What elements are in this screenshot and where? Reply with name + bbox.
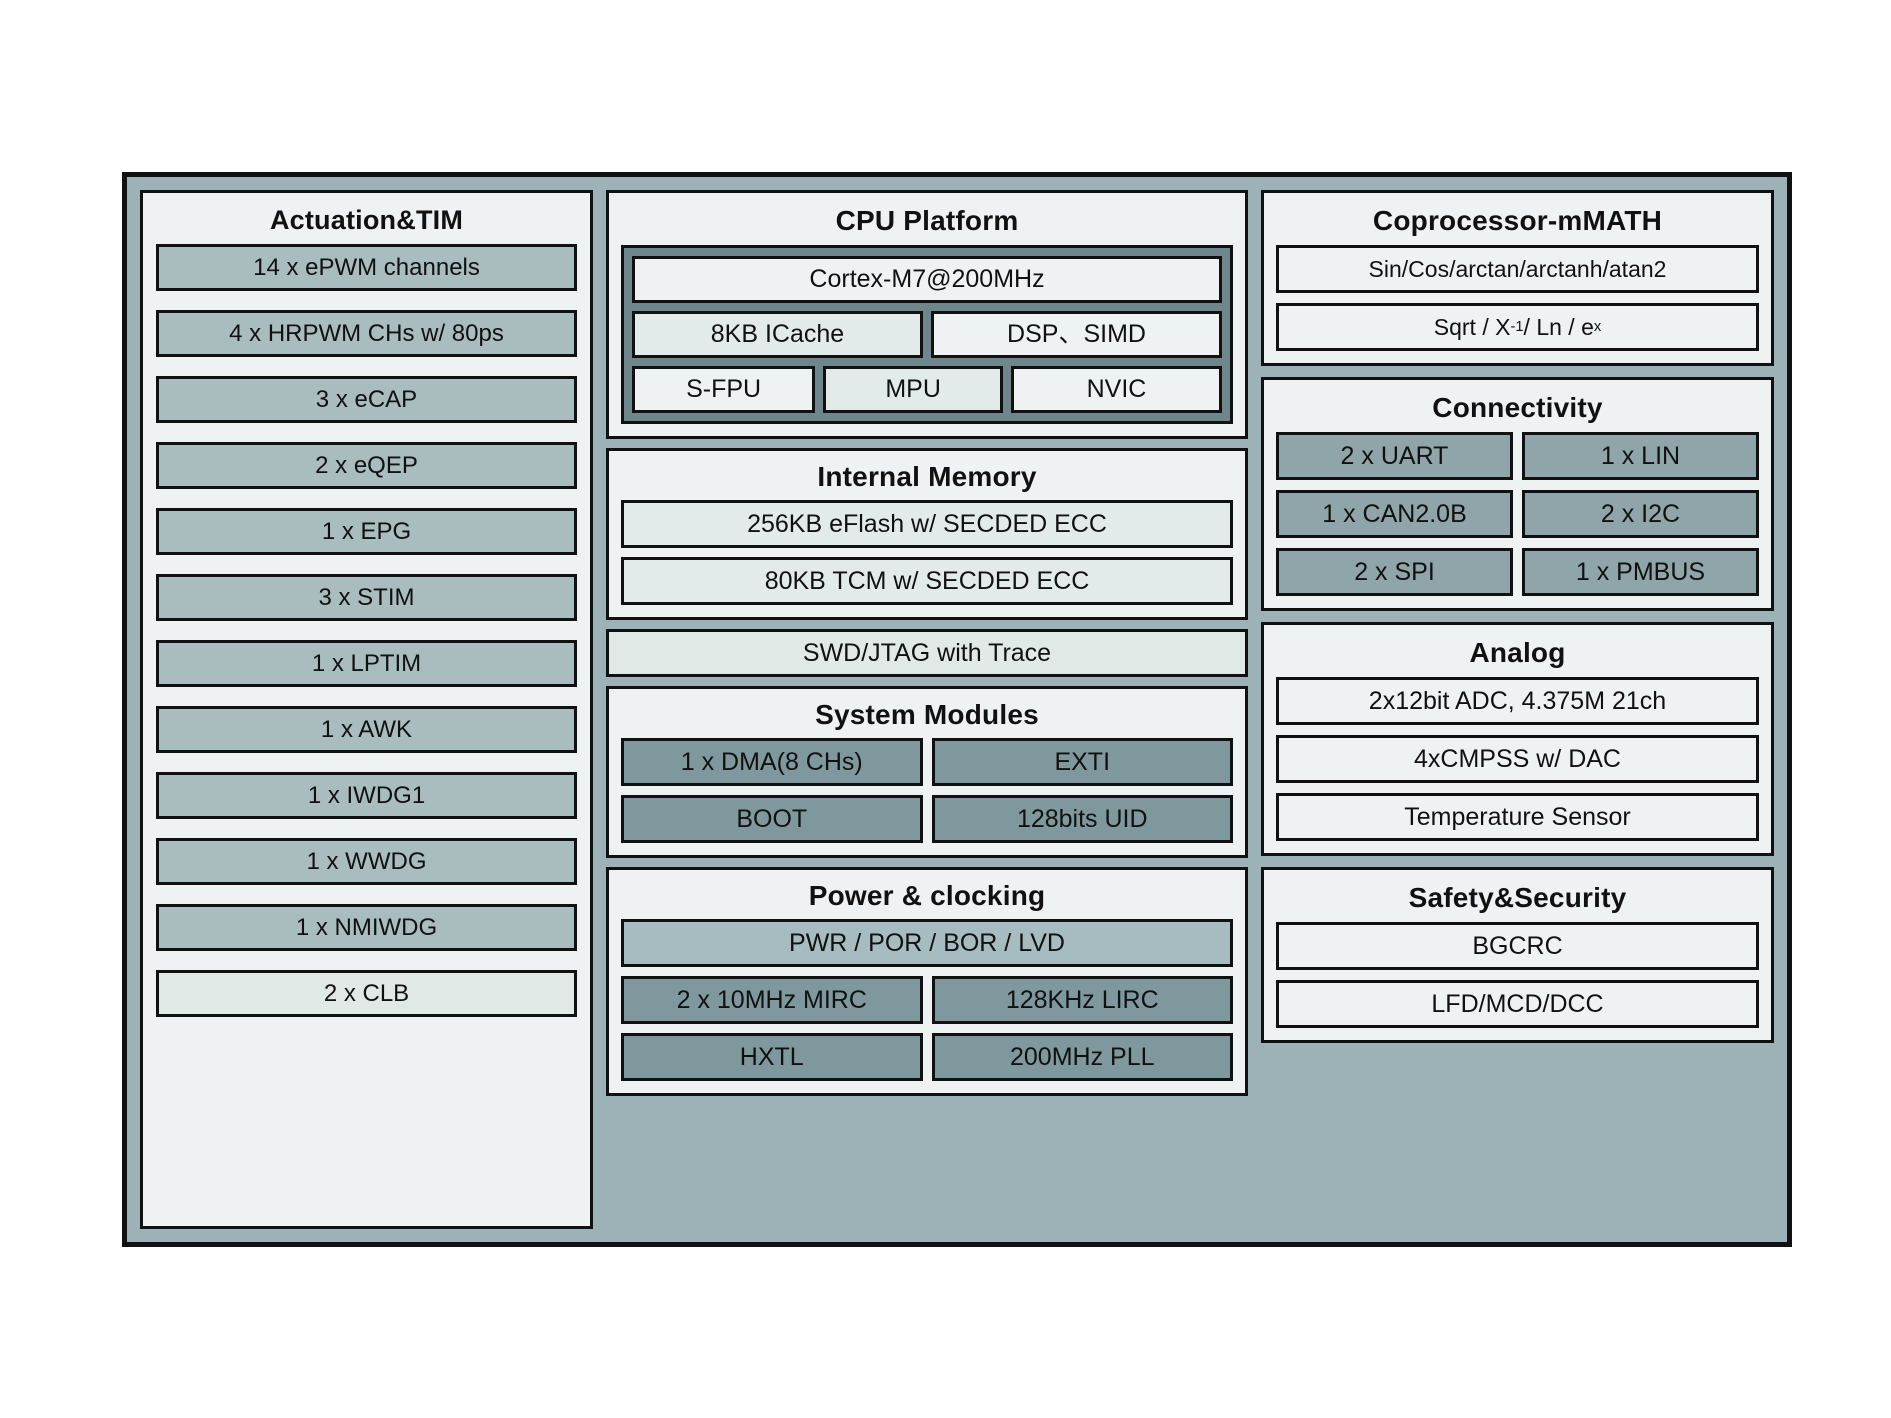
cell-awk[interactable]: 1 x AWK [156,706,577,753]
group-title-memory: Internal Memory [817,461,1037,492]
cell-cortex-core[interactable]: Cortex-M7@200MHz [632,256,1222,303]
cell-epwm-channels[interactable]: 14 x ePWM channels [156,244,577,291]
cell-spi[interactable]: 2 x SPI [1276,548,1513,596]
cell-mirc[interactable]: 2 x 10MHz MIRC [621,976,923,1024]
chip-diagram-frame: Actuation&TIM 14 x ePWM channels 4 x HRP… [122,172,1792,1247]
sqrt-middle: / Ln / e [1523,313,1594,340]
group-safety-security: Safety&Security BGCRC LFD/MCD/DCC [1261,867,1774,1043]
cell-icache[interactable]: 8KB ICache [632,311,923,358]
cell-dma[interactable]: 1 x DMA(8 CHs) [621,738,923,786]
cell-cmpss-dac[interactable]: 4xCMPSS w/ DAC [1276,735,1759,783]
cell-sfpu[interactable]: S-FPU [632,366,816,413]
cpu-row-cache-dsp: 8KB ICache DSP、SIMD [632,311,1222,358]
group-title-analog: Analog [1469,637,1566,668]
chip-diagram-body: Actuation&TIM 14 x ePWM channels 4 x HRP… [140,190,1774,1229]
group-title-connectivity: Connectivity [1432,392,1603,423]
cell-eqep[interactable]: 2 x eQEP [156,442,577,489]
cell-exti[interactable]: EXTI [931,738,1233,786]
group-coprocessor-mmath: Coprocessor-mMATH Sin/Cos/arctan/arctanh… [1261,190,1774,366]
system-modules-row-2: BOOT 128bits UID [621,795,1233,843]
cell-lptim[interactable]: 1 x LPTIM [156,640,577,687]
connectivity-stack: 2 x UART 1 x LIN 1 x CAN2.0B 2 x I2C 2 x… [1276,432,1759,596]
connectivity-row-3: 2 x SPI 1 x PMBUS [1276,548,1759,596]
group-title-coprocessor: Coprocessor-mMATH [1372,205,1663,236]
cell-adc[interactable]: 2x12bit ADC, 4.375M 21ch [1276,677,1759,725]
cell-tcm[interactable]: 80KB TCM w/ SECDED ECC [621,557,1233,605]
system-modules-row-1: 1 x DMA(8 CHs) EXTI [621,738,1233,786]
power-row-2: HXTL 200MHz PLL [621,1033,1233,1081]
cell-epg[interactable]: 1 x EPG [156,508,577,555]
cpu-shell: Cortex-M7@200MHz 8KB ICache DSP、SIMD S-F… [621,245,1233,424]
group-connectivity: Connectivity 2 x UART 1 x LIN 1 x CAN2.0… [1261,377,1774,611]
power-row-1: 2 x 10MHz MIRC 128KHz LIRC [621,976,1233,1024]
column-core: CPU Platform Cortex-M7@200MHz 8KB ICache… [606,190,1248,1229]
coprocessor-stack: Sin/Cos/arctan/arctanh/atan2 Sqrt / X-1 … [1276,245,1759,351]
group-cpu-platform: CPU Platform Cortex-M7@200MHz 8KB ICache… [606,190,1248,439]
cell-nvic[interactable]: NVIC [1010,366,1222,413]
cell-uid[interactable]: 128bits UID [931,795,1233,843]
cell-uart[interactable]: 2 x UART [1276,432,1513,480]
safety-stack: BGCRC LFD/MCD/DCC [1276,922,1759,1028]
group-title-safety: Safety&Security [1408,882,1627,913]
cell-stim[interactable]: 3 x STIM [156,574,577,621]
column-peripherals: Coprocessor-mMATH Sin/Cos/arctan/arctanh… [1261,190,1774,1229]
cell-wwdg[interactable]: 1 x WWDG [156,838,577,885]
cell-ecap[interactable]: 3 x eCAP [156,376,577,423]
cpu-row-fpu-mpu-nvic: S-FPU MPU NVIC [632,366,1222,413]
cell-boot[interactable]: BOOT [621,795,923,843]
cell-iwdg1[interactable]: 1 x IWDG1 [156,772,577,819]
cell-pmbus[interactable]: 1 x PMBUS [1522,548,1759,596]
group-title-actuation: Actuation&TIM [269,205,464,235]
cell-pll[interactable]: 200MHz PLL [931,1033,1233,1081]
cell-lin[interactable]: 1 x LIN [1522,432,1759,480]
group-internal-memory: Internal Memory 256KB eFlash w/ SECDED E… [606,448,1248,620]
group-system-modules: System Modules 1 x DMA(8 CHs) EXTI BOOT … [606,686,1248,858]
cell-hrpwm-chs[interactable]: 4 x HRPWM CHs w/ 80ps [156,310,577,357]
group-actuation-tim: Actuation&TIM 14 x ePWM channels 4 x HRP… [140,190,593,1229]
cell-bgcrc[interactable]: BGCRC [1276,922,1759,970]
cell-clb[interactable]: 2 x CLB [156,970,577,1017]
column-actuation: Actuation&TIM 14 x ePWM channels 4 x HRP… [140,190,593,1229]
cell-eflash[interactable]: 256KB eFlash w/ SECDED ECC [621,500,1233,548]
cell-temperature-sensor[interactable]: Temperature Sensor [1276,793,1759,841]
group-title-system-modules: System Modules [815,699,1039,730]
analog-stack: 2x12bit ADC, 4.375M 21ch 4xCMPSS w/ DAC … [1276,677,1759,841]
group-title-power-clocking: Power & clocking [808,880,1046,911]
connectivity-row-2: 1 x CAN2.0B 2 x I2C [1276,490,1759,538]
cell-mpu[interactable]: MPU [823,366,1003,413]
connectivity-row-1: 2 x UART 1 x LIN [1276,432,1759,480]
sqrt-prefix: Sqrt / X [1433,313,1511,340]
cell-nmiwdg[interactable]: 1 x NMIWDG [156,904,577,951]
cell-pwr-por-bor-lvd[interactable]: PWR / POR / BOR / LVD [621,919,1233,967]
cell-lirc[interactable]: 128KHz LIRC [931,976,1233,1024]
group-title-cpu: CPU Platform [835,205,1019,236]
cell-i2c[interactable]: 2 x I2C [1522,490,1759,538]
group-power-clocking: Power & clocking PWR / POR / BOR / LVD 2… [606,867,1248,1096]
cell-trig-functions[interactable]: Sin/Cos/arctan/arctanh/atan2 [1276,245,1759,293]
cell-dsp-simd[interactable]: DSP、SIMD [931,311,1222,358]
group-analog: Analog 2x12bit ADC, 4.375M 21ch 4xCMPSS … [1261,622,1774,856]
cell-hxtl[interactable]: HXTL [621,1033,923,1081]
cell-can[interactable]: 1 x CAN2.0B [1276,490,1513,538]
cell-swd-jtag[interactable]: SWD/JTAG with Trace [606,629,1248,677]
cell-lfd-mcd-dcc[interactable]: LFD/MCD/DCC [1276,980,1759,1028]
